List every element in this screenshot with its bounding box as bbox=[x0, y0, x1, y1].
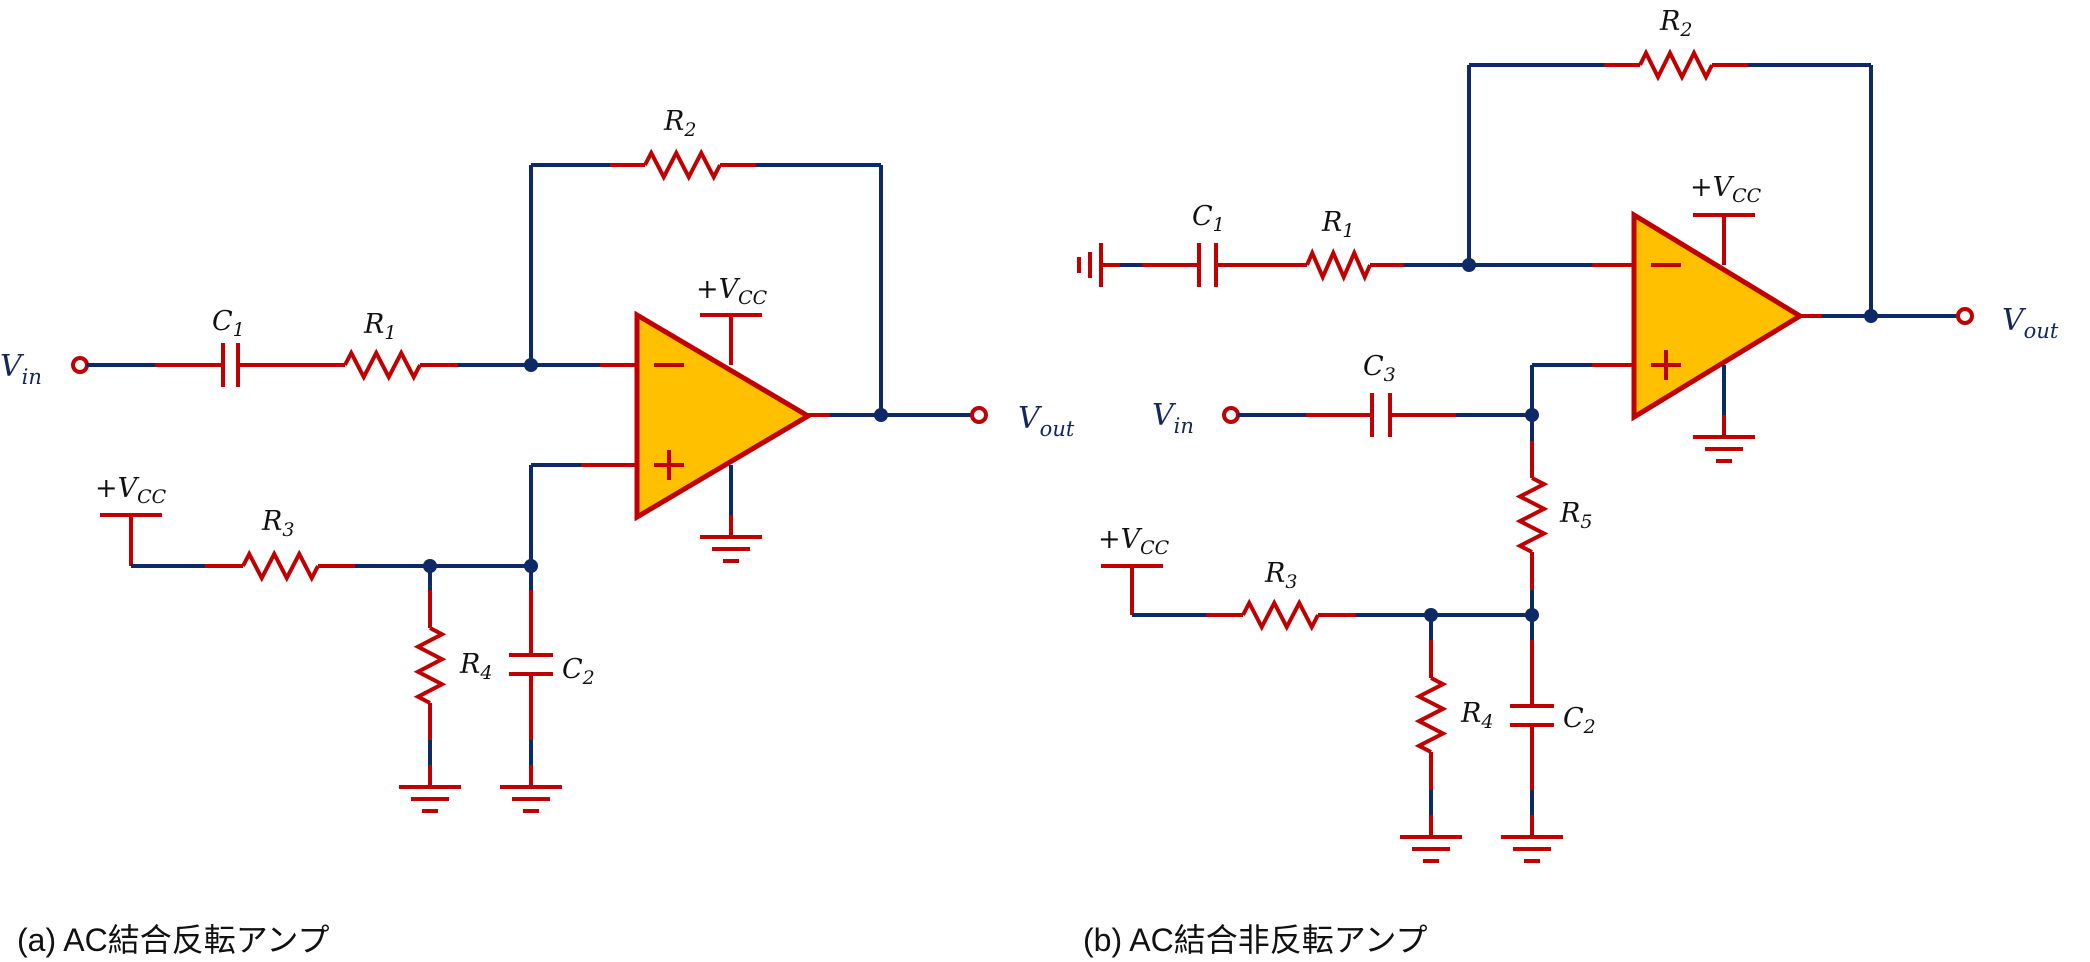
r4-label-b: R4 bbox=[1460, 698, 1493, 733]
vcc-supply-icon-opamp-a bbox=[700, 313, 762, 365]
resistor-r1-a bbox=[343, 348, 422, 382]
capacitor-c2-b bbox=[1510, 704, 1554, 727]
vin-terminal-a bbox=[71, 356, 89, 374]
resistor-r1-b bbox=[1305, 248, 1372, 282]
resistor-r5-b bbox=[1515, 476, 1549, 554]
ground-icon-c2-a bbox=[500, 785, 562, 813]
resistor-r3-a bbox=[241, 549, 320, 583]
caption-a: (a) AC結合反転アンプ bbox=[17, 922, 330, 958]
ground-icon-r4-a bbox=[399, 785, 461, 813]
circuit-b-ac-coupled-noninverting-amplifier bbox=[1077, 48, 1974, 863]
c1-label-b: C1 bbox=[1192, 201, 1225, 236]
r3-label-b: R3 bbox=[1264, 558, 1297, 593]
capacitor-c3-b bbox=[1370, 393, 1392, 437]
circuit-a-ac-coupled-inverting-amplifier bbox=[71, 148, 988, 813]
opamp-a bbox=[634, 310, 813, 522]
vin-label-b: Vin bbox=[1152, 398, 1194, 438]
ground-icon-opamp-b bbox=[1693, 435, 1755, 463]
junction-dot bbox=[1864, 309, 1878, 323]
capacitor-c2-a bbox=[509, 653, 553, 676]
caption-b: (b) AC結合非反転アンプ bbox=[1083, 922, 1428, 958]
vcc-label-opamp-b: +VCC bbox=[1690, 172, 1762, 207]
vin-terminal-b bbox=[1222, 406, 1240, 424]
ground-icon-r4-b bbox=[1400, 835, 1462, 863]
ground-icon-c2-b bbox=[1501, 835, 1563, 863]
r1-label-a: R1 bbox=[363, 309, 396, 344]
r2-label-a: R2 bbox=[663, 106, 696, 141]
capacitor-c1-b bbox=[1197, 243, 1218, 287]
capacitor-c1-a bbox=[221, 343, 240, 387]
junction-dot bbox=[874, 408, 888, 422]
vcc-supply-icon-opamp-b bbox=[1693, 213, 1755, 265]
c3-label-b: C3 bbox=[1363, 351, 1396, 386]
resistor-r3-b bbox=[1241, 598, 1320, 632]
r3-label-a: R3 bbox=[261, 506, 294, 541]
c2-label-a: C2 bbox=[562, 654, 595, 689]
c1-label-a: C1 bbox=[212, 306, 245, 341]
resistor-r4-b bbox=[1414, 676, 1448, 754]
opamp-triangle bbox=[634, 310, 813, 522]
opamp-b bbox=[1631, 210, 1805, 422]
vout-label-a: Vout bbox=[1018, 401, 1075, 441]
resistor-r2-b bbox=[1638, 48, 1714, 82]
vout-terminal-a bbox=[970, 406, 988, 424]
ground-icon-c1-b bbox=[1077, 243, 1103, 287]
r1-label-b: R1 bbox=[1321, 207, 1354, 242]
vcc-supply-icon-bias-a bbox=[100, 513, 162, 566]
vcc-label-opamp-a: +VCC bbox=[696, 274, 768, 309]
ground-icon-opamp-a bbox=[700, 535, 762, 563]
r2-label-b: R2 bbox=[1659, 6, 1692, 41]
vcc-label-bias-a: +VCC bbox=[95, 473, 167, 508]
r4-label-a: R4 bbox=[459, 649, 492, 684]
opamp-triangle bbox=[1631, 210, 1805, 422]
vcc-label-bias-b: +VCC bbox=[1098, 524, 1170, 559]
vin-label-a: Vin bbox=[0, 349, 42, 389]
resistor-r4-a bbox=[413, 626, 447, 705]
r5-label-b: R5 bbox=[1559, 498, 1592, 533]
c2-label-b: C2 bbox=[1563, 703, 1596, 738]
resistor-r2-a bbox=[643, 148, 722, 182]
vout-label-b: Vout bbox=[2002, 303, 2059, 343]
vout-terminal-b bbox=[1956, 307, 1974, 325]
vcc-supply-icon-bias-b bbox=[1101, 564, 1163, 615]
